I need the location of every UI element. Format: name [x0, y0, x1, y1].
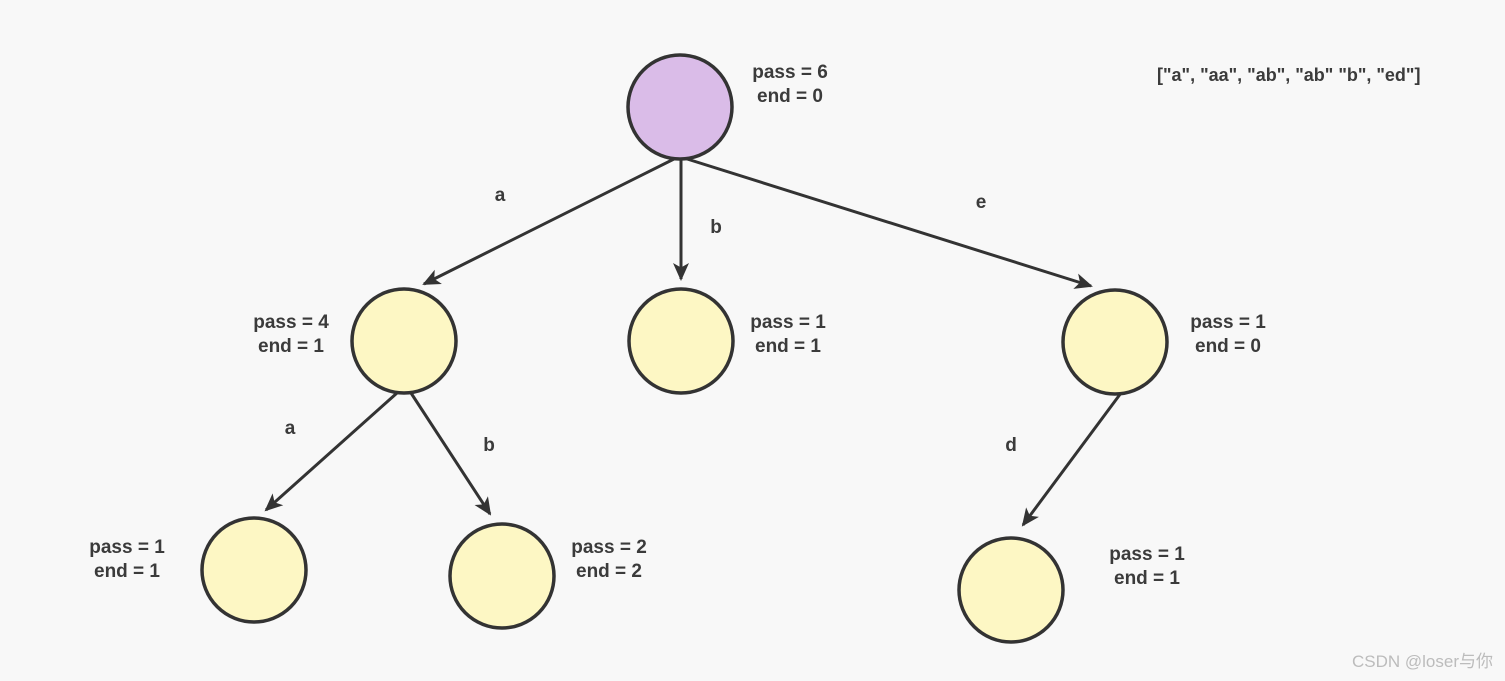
edge-root-a-label: a	[495, 185, 506, 206]
node-a-end-label: end = 1	[258, 336, 324, 357]
node-group	[200, 53, 1169, 644]
node-aa-end-label: end = 1	[94, 561, 160, 582]
edge-root-e-label: e	[976, 192, 987, 213]
node-aa-pass-label: pass = 1	[89, 537, 165, 558]
edge-a-ab	[409, 392, 492, 516]
node-e-end-label: end = 0	[1195, 336, 1261, 357]
trie-node-b	[627, 287, 735, 395]
edge-a-aa	[264, 391, 398, 512]
edge-root-b-label: b	[710, 217, 722, 238]
edge-a-aa-label: a	[285, 418, 296, 439]
trie-node-e	[1061, 288, 1169, 396]
node-b-end-label: end = 1	[755, 336, 821, 357]
node-a-pass-label: pass = 4	[253, 312, 329, 333]
node-ab-end-label: end = 2	[576, 561, 642, 582]
edge-root-e	[683, 156, 1093, 289]
root-end-label: end = 0	[757, 86, 823, 107]
edge-group	[264, 156, 1123, 527]
word-list: ["a", "aa", "ab", "ab" "b", "ed"]	[1157, 65, 1420, 85]
node-ed-pass-label: pass = 1	[1109, 544, 1185, 565]
node-ed-end-label: end = 1	[1114, 568, 1180, 589]
node-label-group: pass = 6 end = 0 pass = 4 end = 1 pass =…	[89, 62, 1420, 589]
edge-e-ed-label: d	[1005, 435, 1017, 456]
edge-root-a	[422, 156, 677, 286]
trie-node-ed	[957, 536, 1065, 644]
trie-node-a	[350, 287, 458, 395]
node-ab-pass-label: pass = 2	[571, 537, 647, 558]
edge-e-ed	[1021, 392, 1123, 527]
node-b-pass-label: pass = 1	[750, 312, 826, 333]
trie-node-ab	[448, 522, 556, 630]
node-e-pass-label: pass = 1	[1190, 312, 1266, 333]
root-pass-label: pass = 6	[752, 62, 828, 83]
edge-a-ab-label: b	[483, 435, 495, 456]
trie-node-root	[626, 53, 734, 161]
watermark: CSDN @loser与你	[1352, 652, 1493, 671]
trie-node-aa	[200, 516, 308, 624]
